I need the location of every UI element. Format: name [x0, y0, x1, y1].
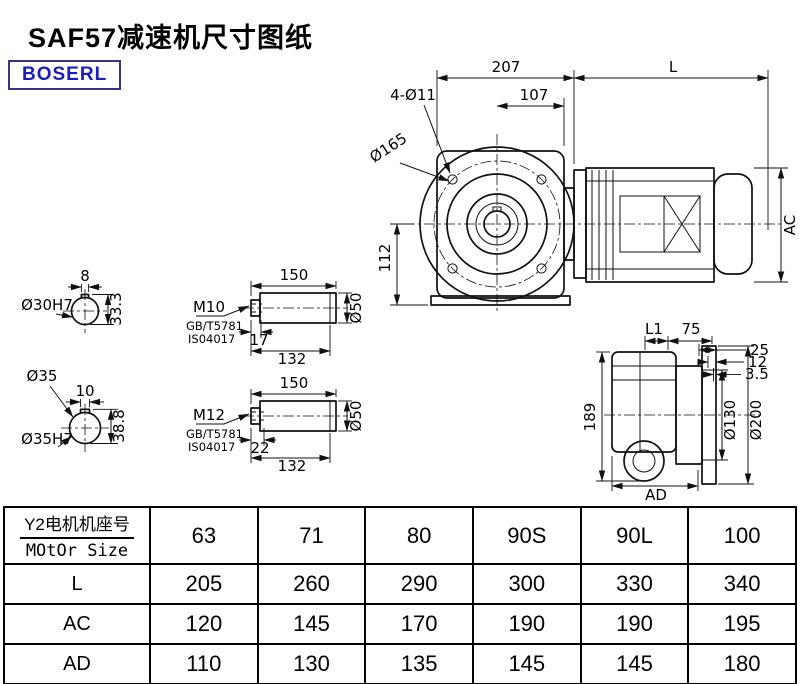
front-view	[404, 134, 782, 314]
dim-112: 112	[376, 244, 394, 273]
label-thread-m12: M12	[193, 406, 225, 424]
motor-size-table: Y2电机机座号 MOtOr Size 63 71 80 90S 90L 100 …	[3, 506, 797, 684]
table-header-row: Y2电机机座号 MOtOr Size 63 71 80 90S 90L 100	[3, 506, 797, 565]
value-cell: 135	[364, 643, 474, 684]
front-view-dimensions: 207 L 107 4-Ø11 Ø165 112 AC	[366, 58, 799, 306]
value-cell: 260	[256, 563, 367, 605]
hollow-shaft-section-30: 8 Ø30H7 33.3	[21, 267, 125, 333]
dim-38-8: 38.8	[110, 409, 128, 442]
dim-150: 150	[280, 374, 309, 392]
dim-dia-50: Ø50	[347, 401, 365, 432]
dim-L1: L1	[645, 320, 663, 338]
value-cell: 330	[579, 563, 690, 605]
table-row-L: L 205 260 290 300 330 340	[3, 563, 797, 605]
label-flange-dia: Ø165	[366, 129, 410, 166]
dim-22: 22	[250, 439, 269, 457]
dim-132: 132	[278, 457, 307, 475]
value-cell: 170	[364, 603, 474, 645]
label-bolt-holes: 4-Ø11	[390, 86, 436, 104]
header-label-en: MOtOr Size	[25, 541, 129, 561]
boserl-logo: BOSERL	[8, 60, 122, 90]
motor-size-63: 63	[149, 506, 259, 565]
value-cell: 290	[364, 563, 474, 605]
motor-size-90l: 90L	[579, 506, 690, 565]
label-standard-iso: IS04017	[188, 440, 235, 454]
value-cell: 300	[471, 563, 582, 605]
dim-AC: AC	[781, 215, 799, 235]
value-cell: 340	[687, 563, 797, 605]
label-bore-30h7: Ø30H7	[21, 296, 73, 314]
table-row-AC: AC 120 145 170 190 190 195	[3, 603, 797, 645]
dimension-drawing: 207 L 107 4-Ø11 Ø165 112 AC	[21, 58, 799, 504]
motor-size-90s: 90S	[471, 506, 582, 565]
motor-size-header-cell: Y2电机机座号 MOtOr Size	[3, 506, 151, 565]
dim-33-3: 33.3	[107, 292, 125, 325]
value-cell: 205	[149, 563, 259, 605]
side-view: 189 L1 75 25 12 3.5 Ø130	[581, 320, 769, 504]
label-bore-35h7: Ø35H7	[21, 430, 73, 448]
value-cell: 195	[687, 603, 797, 645]
dim-17: 17	[249, 331, 268, 349]
header-label-cn: Y2电机机座号	[20, 510, 134, 539]
row-label-L: L	[3, 563, 151, 605]
label-standard-gb: GB/T5781	[186, 427, 243, 441]
dim-key-width-8: 8	[80, 267, 90, 285]
output-shaft-m12: 150 22 132 Ø50 M12 GB/T5781 IS04017	[186, 374, 365, 475]
keyway-notch	[492, 206, 502, 212]
label-shaft-35: Ø35	[27, 367, 58, 385]
label-standard-iso: IS04017	[188, 332, 235, 346]
dim-AD: AD	[645, 486, 667, 504]
dim-207: 207	[492, 58, 521, 76]
motor-size-80: 80	[364, 506, 474, 565]
dim-25: 25	[750, 341, 769, 359]
dim-150: 150	[280, 266, 309, 284]
value-cell: 145	[471, 643, 582, 684]
row-label-AD: AD	[3, 643, 151, 684]
dim-key-width-10: 10	[75, 382, 94, 400]
dim-189: 189	[581, 403, 599, 432]
motor-size-71: 71	[256, 506, 367, 565]
dim-dia-200: Ø200	[747, 400, 765, 440]
label-thread-m10: M10	[193, 298, 225, 316]
output-shaft-m10: 150 17 132 Ø50 M10 GB/T5781 IS04017	[186, 266, 365, 368]
value-cell: 145	[256, 603, 367, 645]
dim-132: 132	[278, 350, 307, 368]
value-cell: 145	[579, 643, 690, 684]
label-standard-gb: GB/T5781	[186, 319, 243, 333]
value-cell: 110	[149, 643, 259, 684]
row-label-AC: AC	[3, 603, 151, 645]
dim-75: 75	[681, 320, 700, 338]
page-title: SAF57减速机尺寸图纸	[28, 23, 314, 53]
bolt-hole	[447, 263, 458, 274]
value-cell: 180	[687, 643, 797, 684]
dim-L: L	[669, 58, 678, 76]
value-cell: 130	[256, 643, 367, 684]
value-cell: 120	[149, 603, 259, 645]
bolt-hole	[536, 263, 547, 274]
motor-size-100: 100	[687, 506, 797, 565]
dim-dia-130: Ø130	[721, 400, 739, 440]
dim-107: 107	[520, 86, 549, 104]
dim-dia-50: Ø50	[347, 293, 365, 324]
bolt-hole	[536, 174, 547, 185]
dim-12: 12	[748, 353, 767, 371]
dim-3-5: 3.5	[745, 365, 769, 383]
value-cell: 190	[579, 603, 690, 645]
value-cell: 190	[471, 603, 582, 645]
table-row-AD: AD 110 130 135 145 145 180	[3, 643, 797, 684]
hollow-shaft-section-35: 10 Ø35 Ø35H7 38.8	[21, 367, 128, 452]
